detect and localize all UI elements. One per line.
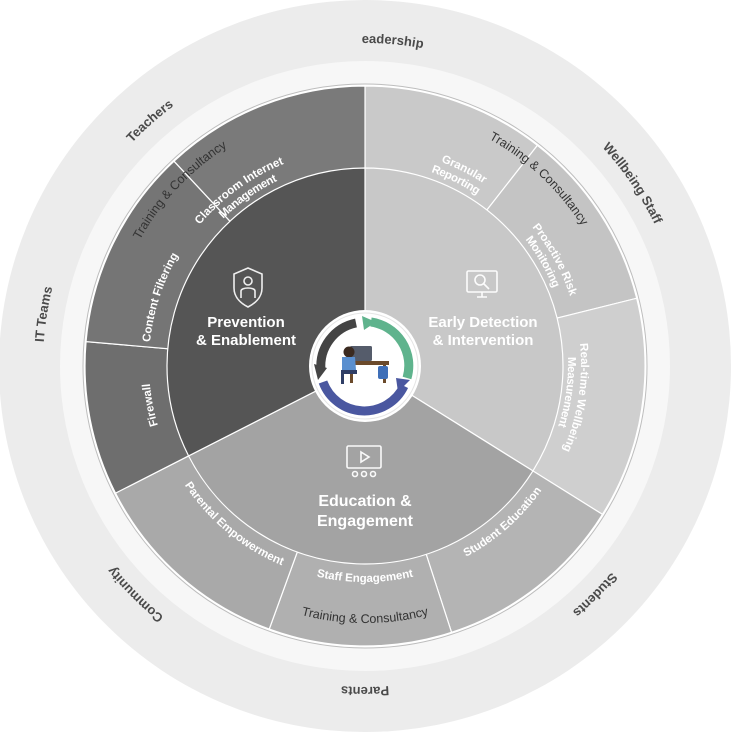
pillar-title-detection: Early Detection xyxy=(428,314,537,331)
segment-staff-engagement xyxy=(268,550,453,647)
monitor-search-icon xyxy=(466,270,498,298)
student-at-desk-icon xyxy=(341,346,389,384)
cycle-arrow-dark xyxy=(314,364,327,380)
pillar-title-detection-line2: & Intervention xyxy=(433,332,534,349)
pillar-title-education-line2: Engagement xyxy=(317,513,414,530)
stakeholder-parents: Parents xyxy=(340,683,389,699)
center-hub xyxy=(309,310,421,422)
presentation-people-icon xyxy=(346,445,382,478)
cycle-arrow-green xyxy=(362,316,376,330)
segment-label-staff-engagement: Staff Engagement xyxy=(316,568,414,585)
pillar-title-prevention-line2: & Enablement xyxy=(196,332,296,349)
cycle-arc-blue xyxy=(318,380,409,416)
cycle-arc-green xyxy=(370,317,414,380)
pillar-title-prevention: Prevention xyxy=(207,314,285,331)
pillar-title-education: Education & xyxy=(318,493,412,510)
cycle-arrow-blue xyxy=(396,378,410,392)
cycle-arc-dark xyxy=(316,318,358,371)
shield-person-icon xyxy=(233,267,263,308)
